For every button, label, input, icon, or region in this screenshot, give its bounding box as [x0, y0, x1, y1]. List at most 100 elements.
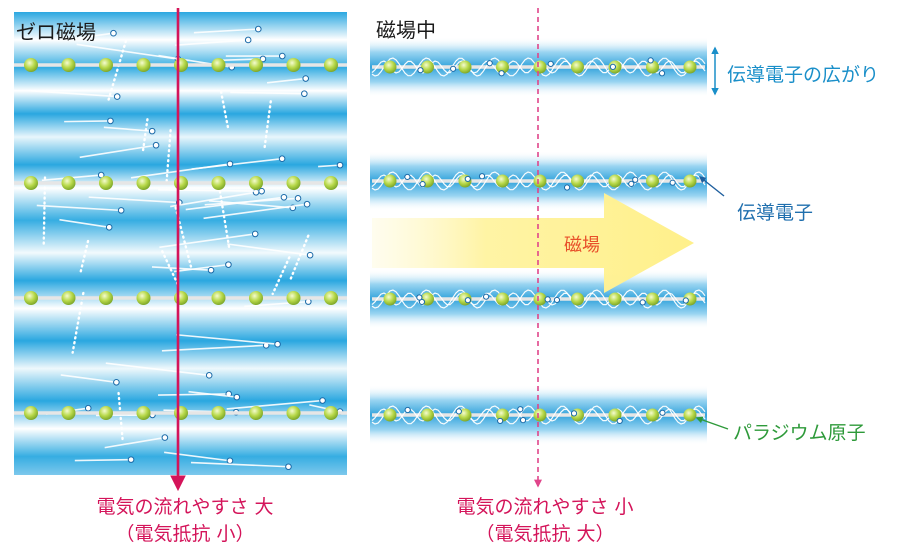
electron: [208, 267, 214, 273]
electron: [259, 188, 265, 194]
electron: [648, 58, 653, 63]
electron: [114, 94, 120, 100]
palladium-atom-label: パラジウム原子: [733, 418, 866, 445]
electron: [320, 398, 326, 404]
palladium-atom: [137, 176, 151, 190]
palladium-atom: [287, 291, 301, 305]
palladium-atom: [212, 58, 226, 72]
electron: [337, 162, 343, 168]
electron: [670, 180, 675, 185]
electron: [304, 201, 310, 207]
electron: [111, 30, 117, 36]
electron: [640, 300, 645, 305]
electron: [451, 66, 456, 71]
electron: [108, 118, 114, 124]
palladium-atom: [249, 406, 263, 420]
electron: [633, 177, 638, 182]
electron: [456, 409, 461, 414]
electron: [483, 294, 488, 299]
palladium-atom: [384, 409, 397, 422]
electron: [660, 410, 665, 415]
palladium-atom: [62, 406, 76, 420]
palladium-atom: [137, 291, 151, 305]
electron-spread-label: 伝導電子の広がり: [727, 60, 879, 87]
conduction-electron-label: 伝導電子: [737, 198, 813, 225]
palladium-atom: [212, 406, 226, 420]
electron: [420, 182, 425, 187]
electron: [279, 156, 285, 162]
electron: [487, 61, 492, 66]
palladium-atom: [609, 175, 622, 188]
palladium-atom: [496, 175, 509, 188]
electron: [465, 298, 470, 303]
electron: [479, 174, 484, 179]
electron: [545, 297, 550, 302]
palladium-atom: [324, 406, 338, 420]
electron: [548, 61, 553, 66]
palladium-atom: [384, 175, 397, 188]
electron-path: [75, 460, 131, 461]
palladium-atom: [62, 58, 76, 72]
palladium-atom: [534, 293, 547, 306]
electron: [617, 418, 622, 423]
palladium-atom: [62, 176, 76, 190]
left-caption-line2: （電気抵抗 小）: [40, 521, 330, 547]
palladium-atom: [384, 61, 397, 74]
electron: [114, 379, 120, 385]
electron: [302, 91, 308, 97]
palladium-atom: [99, 176, 113, 190]
electron: [683, 298, 688, 303]
electron: [162, 435, 168, 441]
electron: [255, 26, 261, 32]
palladium-atom: [609, 293, 622, 306]
palladium-atom: [99, 406, 113, 420]
palladium-atom: [24, 406, 38, 420]
electron: [295, 196, 301, 202]
palladium-atom: [534, 61, 547, 74]
electron: [227, 458, 233, 464]
electron: [564, 185, 569, 190]
electron: [153, 142, 159, 148]
electron: [234, 394, 240, 400]
electron: [499, 71, 504, 76]
palladium-atom: [62, 291, 76, 305]
electron: [279, 53, 285, 59]
electron: [498, 418, 503, 423]
palladium-atom: [249, 58, 263, 72]
palladium-atom: [24, 291, 38, 305]
electron: [418, 68, 423, 73]
electron: [106, 224, 112, 230]
palladium-atom: [174, 406, 188, 420]
electron: [571, 411, 576, 416]
palladium-atom: [324, 176, 338, 190]
electron-path: [64, 121, 110, 122]
electron: [85, 405, 91, 411]
palladium-atom: [24, 58, 38, 72]
palladium-atom: [249, 291, 263, 305]
electron: [118, 208, 124, 214]
palladium-atom: [646, 409, 659, 422]
palladium-atom: [496, 293, 509, 306]
palladium-atom: [324, 291, 338, 305]
palladium-atom: [174, 58, 188, 72]
electron: [659, 71, 664, 76]
electron: [417, 295, 422, 300]
palladium-atom: [24, 176, 38, 190]
palladium-atom: [534, 175, 547, 188]
electron: [554, 297, 559, 302]
magnetic-field-label: 磁場: [564, 231, 600, 257]
electron: [465, 176, 470, 181]
palladium-atom: [571, 293, 584, 306]
electron: [518, 407, 523, 412]
palladium-atom: [174, 176, 188, 190]
left-panel-title: ゼロ磁場: [16, 16, 96, 45]
electron: [252, 231, 258, 237]
electron: [520, 417, 525, 422]
palladium-atom: [421, 409, 434, 422]
electron: [206, 373, 212, 379]
right-caption-line2: （電気抵抗 大）: [400, 521, 690, 547]
electron: [128, 457, 134, 463]
electron: [281, 194, 287, 200]
palladium-atom: [571, 61, 584, 74]
